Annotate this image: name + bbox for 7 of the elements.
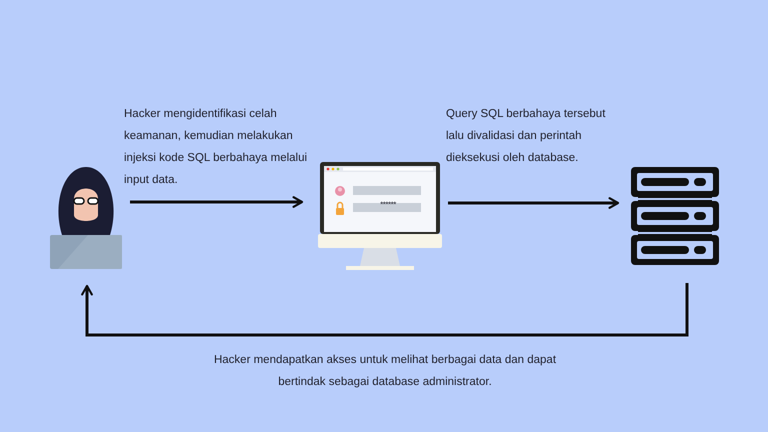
- arrow: [130, 196, 304, 208]
- edge-label: Hacker mendapatkan akses untuk melihat berbagai data dan dapat bertindak sebagai database administrator.: [212, 353, 558, 390]
- edge-label: Query SQL berbahaya tersebut lalu divalidasi dan perintah dieksekusi oleh database.: [446, 107, 606, 166]
- password-dots: ******: [379, 199, 398, 211]
- arrow: [81, 283, 688, 336]
- edge-label: Hacker mengidentifikasi celah keamanan, kemudian melakukan injeksi kode SQL berbahaya melalui input data.: [124, 107, 308, 188]
- arrow: [448, 197, 620, 209]
